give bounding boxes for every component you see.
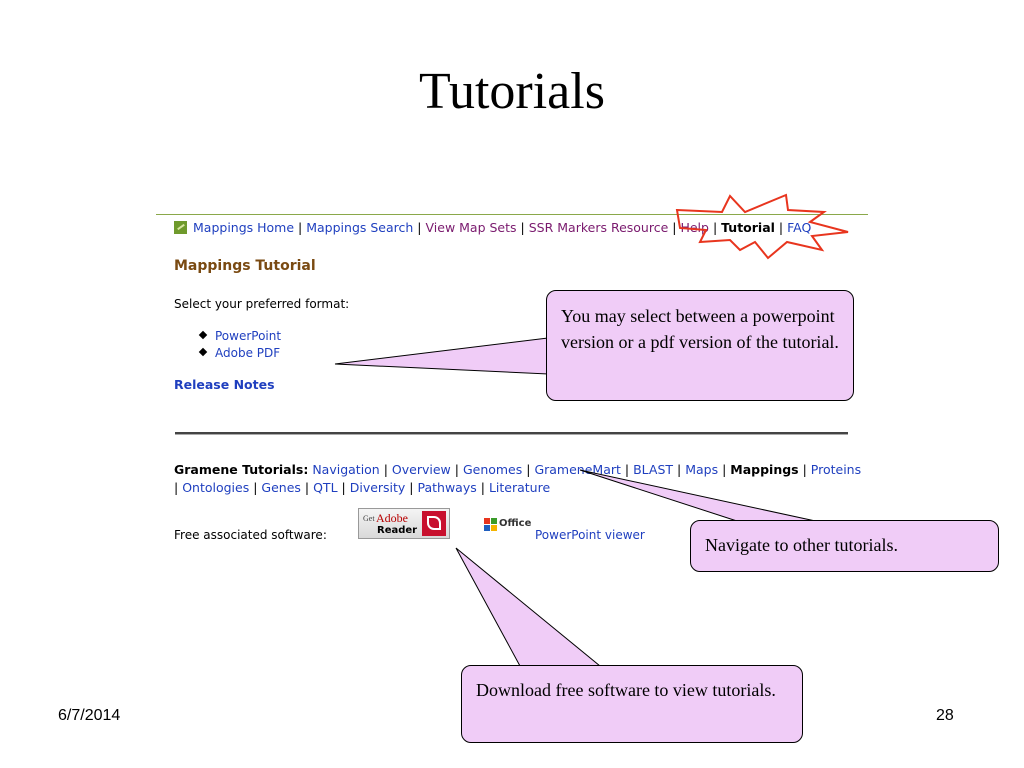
office-label: Office — [499, 518, 532, 529]
top-divider — [156, 214, 868, 215]
release-notes-link[interactable]: Release Notes — [174, 377, 275, 392]
adobe-brand-text: Adobe — [376, 511, 408, 525]
free-software-label: Free associated software: — [174, 528, 327, 542]
adobe-pdf-link[interactable]: Adobe PDF — [215, 346, 281, 360]
nav-tutorial-current[interactable]: Tutorial — [721, 220, 775, 235]
gramene-link-blast[interactable]: BLAST — [633, 462, 674, 477]
bullet-icon — [198, 347, 208, 357]
gramene-link-genomes[interactable]: Genomes — [462, 462, 523, 477]
office-square-icon — [491, 525, 497, 531]
gramene-link-genes[interactable]: Genes — [261, 480, 301, 495]
gramene-link-overview[interactable]: Overview — [391, 462, 451, 477]
powerpoint-link[interactable]: PowerPoint — [215, 329, 282, 343]
nav-mappings-home[interactable]: Mappings Home — [193, 220, 295, 235]
nav-help[interactable]: Help — [680, 220, 709, 235]
navigate-callout: Navigate to other tutorials. — [690, 520, 999, 572]
office-square-icon — [484, 518, 490, 524]
nav-separator: | — [712, 220, 718, 235]
select-format-label: Select your preferred format: — [174, 297, 350, 311]
mappings-nav-bar: Mappings Home | Mappings Search | View M… — [174, 220, 811, 235]
format-callout-pointer — [334, 337, 549, 375]
powerpoint-viewer-link[interactable]: PowerPoint viewer — [535, 528, 645, 542]
download-callout: Download free software to view tutorials… — [461, 665, 803, 743]
gramene-link-ontologies[interactable]: Ontologies — [182, 480, 250, 495]
adobe-reader-text: Reader — [377, 525, 418, 536]
gramene-link-diversity[interactable]: Diversity — [349, 480, 406, 495]
mappings-leaf-icon — [174, 221, 187, 234]
gramene-link-proteins[interactable]: Proteins — [810, 462, 862, 477]
gramene-tutorials-label: Gramene Tutorials: — [174, 462, 309, 477]
office-square-icon — [491, 518, 497, 524]
download-callout-pointer — [455, 547, 602, 667]
format-item-pdf: Adobe PDF — [198, 346, 281, 360]
bullet-icon — [198, 330, 208, 340]
microsoft-office-logo[interactable]: Office — [484, 516, 532, 534]
nav-separator: | — [778, 220, 784, 235]
tutorial-heading: Mappings Tutorial — [174, 258, 316, 274]
gramene-link-navigation[interactable]: Navigation — [312, 462, 380, 477]
gramene-link-pathways[interactable]: Pathways — [417, 480, 477, 495]
slide-date: 6/7/2014 — [58, 707, 121, 724]
nav-separator: | — [672, 220, 677, 235]
nav-separator: | — [520, 220, 525, 235]
slide-title: Tutorials — [419, 63, 605, 120]
nav-separator: | — [298, 220, 303, 235]
slide-page-number: 28 — [936, 707, 954, 724]
gramene-link-literature[interactable]: Literature — [488, 480, 551, 495]
nav-view-map-sets[interactable]: View Map Sets — [425, 220, 517, 235]
nav-faq[interactable]: FAQ — [787, 220, 812, 235]
gramene-link-qtl[interactable]: QTL — [313, 480, 338, 495]
gramene-link-mappings-current[interactable]: Mappings — [730, 462, 799, 477]
gramene-tutorials-nav: Gramene Tutorials: Navigation | Overview… — [174, 462, 862, 495]
gramene-link-gramenemart[interactable]: GrameneMart — [534, 462, 621, 477]
adobe-reader-logo-icon — [422, 511, 446, 536]
gramene-link-maps[interactable]: Maps — [685, 462, 719, 477]
nav-separator: | — [417, 220, 422, 235]
nav-mappings-search[interactable]: Mappings Search — [306, 220, 414, 235]
nav-ssr-markers[interactable]: SSR Markers Resource — [528, 220, 669, 235]
get-adobe-reader-button[interactable]: Get Adobe Reader — [358, 508, 450, 539]
format-callout: You may select between a powerpoint vers… — [546, 290, 854, 401]
office-square-icon — [484, 525, 490, 531]
section-divider — [175, 432, 848, 435]
format-item-powerpoint: PowerPoint — [198, 329, 282, 343]
adobe-get-text: Get — [363, 514, 375, 523]
